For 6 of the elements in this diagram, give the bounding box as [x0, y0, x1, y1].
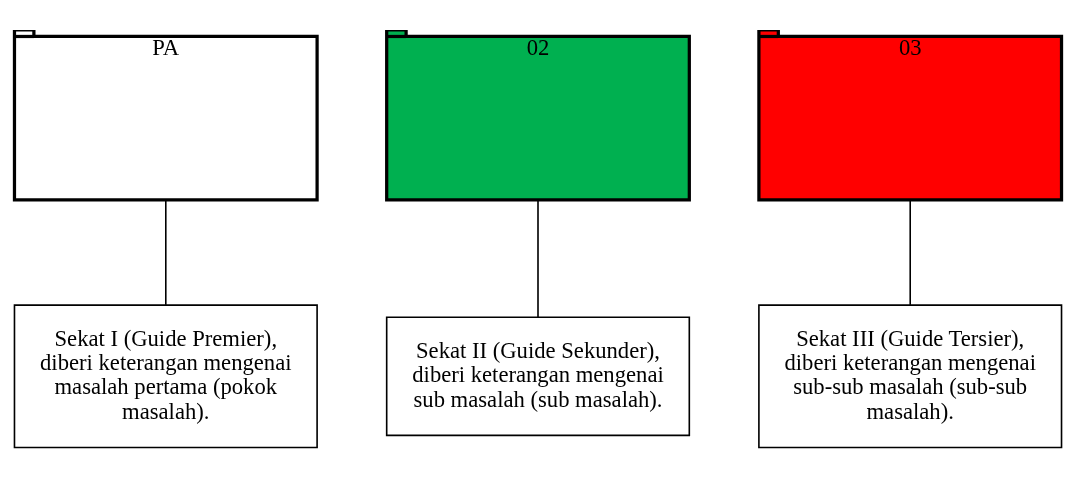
connector [909, 199, 911, 306]
node-box: Sekat III (Guide Tersier), diberi keterangan mengenai sub-sub masalah (sub-sub masalah). [758, 303, 1063, 448]
node-box: Sekat I (Guide Premier), diberi keterangan mengenai masalah pertama (pokok masalah). [13, 303, 318, 448]
connector [537, 199, 539, 318]
node-box: Sekat II (Guide Sekunder), diberi keterangan mengenai sub masalah (sub masalah). [385, 315, 691, 436]
connector [165, 199, 167, 306]
